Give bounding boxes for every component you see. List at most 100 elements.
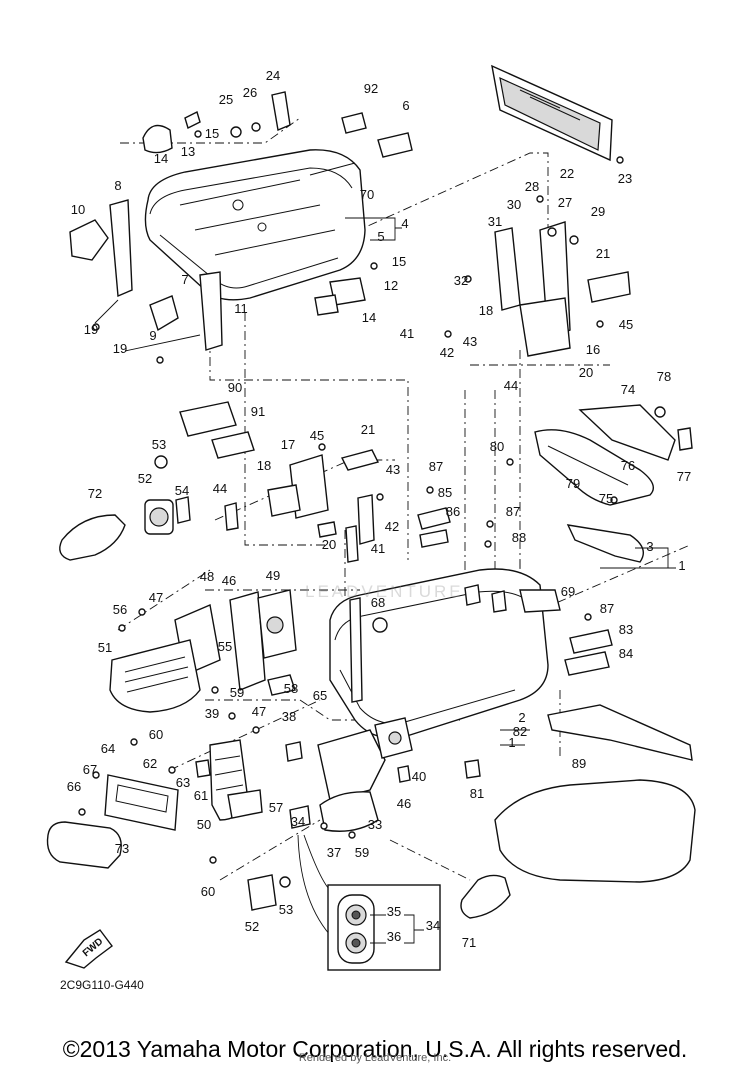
callout-34: 34 <box>426 918 440 933</box>
callout-15: 15 <box>392 254 406 269</box>
callout-87: 87 <box>429 459 443 474</box>
callout-14: 14 <box>362 310 376 325</box>
callout-25: 25 <box>219 92 233 107</box>
callout-65: 65 <box>313 688 327 703</box>
callout-28: 28 <box>525 179 539 194</box>
lower-left-latch <box>195 739 263 821</box>
callout-21: 21 <box>596 246 610 261</box>
top-lid <box>144 149 366 301</box>
callout-45: 45 <box>619 317 633 332</box>
callout-74: 74 <box>621 382 635 397</box>
callout-8: 8 <box>114 178 121 193</box>
lid-hardware <box>142 91 291 154</box>
callout-68: 68 <box>371 595 385 610</box>
callout-63: 63 <box>176 775 190 790</box>
callout-87: 87 <box>506 504 520 519</box>
callout-64: 64 <box>101 741 115 756</box>
left-cover <box>109 639 201 713</box>
callout-60: 60 <box>201 884 215 899</box>
callout-60: 60 <box>149 727 163 742</box>
callout-41: 41 <box>371 541 385 556</box>
right-grip <box>460 874 511 919</box>
callout-43: 43 <box>463 334 477 349</box>
callout-90: 90 <box>228 380 242 395</box>
callout-37: 37 <box>327 845 341 860</box>
callout-26: 26 <box>243 85 257 100</box>
callout-18: 18 <box>479 303 493 318</box>
right-latch-assembly <box>494 221 631 357</box>
callout-braces <box>345 217 676 746</box>
callout-20: 20 <box>579 365 593 380</box>
callout-21: 21 <box>361 422 375 437</box>
callout-82: 82 <box>513 724 527 739</box>
callout-15: 15 <box>205 126 219 141</box>
stickers <box>179 401 255 459</box>
side-handle <box>519 524 644 613</box>
callout-72: 72 <box>88 486 102 501</box>
callout-80: 80 <box>490 439 504 454</box>
callout-56: 56 <box>113 602 127 617</box>
callout-29: 29 <box>591 204 605 219</box>
callout-1: 1 <box>678 558 685 573</box>
lower-brackets <box>247 874 291 911</box>
callout-75: 75 <box>599 491 613 506</box>
callout-27: 27 <box>558 195 572 210</box>
callout-47: 47 <box>149 590 163 605</box>
callout-88: 88 <box>512 530 526 545</box>
fwd-direction-badge: FWD <box>64 929 113 969</box>
callout-42: 42 <box>440 345 454 360</box>
reflector-plate <box>491 64 613 162</box>
callout-19: 19 <box>84 322 98 337</box>
callout-67: 67 <box>83 762 97 777</box>
callout-46: 46 <box>397 796 411 811</box>
callout-33: 33 <box>368 817 382 832</box>
callout-77: 77 <box>677 469 691 484</box>
callout-7: 7 <box>181 272 188 287</box>
callout-39: 39 <box>205 706 219 721</box>
callout-50: 50 <box>197 817 211 832</box>
label-plates <box>309 112 413 176</box>
callout-40: 40 <box>412 769 426 784</box>
callout-11: 11 <box>234 301 248 316</box>
mat <box>494 779 696 883</box>
callout-70: 70 <box>360 187 374 202</box>
callout-41: 41 <box>400 326 414 341</box>
callout-4: 4 <box>401 216 408 231</box>
callout-84: 84 <box>619 646 633 661</box>
callout-45: 45 <box>310 428 324 443</box>
lower-right-latch <box>285 717 481 832</box>
callout-47: 47 <box>252 704 266 719</box>
callout-12: 12 <box>384 278 398 293</box>
callout-59: 59 <box>230 685 244 700</box>
watermark-brand: LEADVENTURE <box>305 582 464 601</box>
callout-49: 49 <box>266 568 280 583</box>
callout-92: 92 <box>364 81 378 96</box>
callout-59: 59 <box>355 845 369 860</box>
callout-9: 9 <box>149 328 156 343</box>
callout-53: 53 <box>152 437 166 452</box>
callout-48: 48 <box>200 569 214 584</box>
callout-24: 24 <box>266 68 280 83</box>
lid-hinges <box>69 199 223 352</box>
callout-35: 35 <box>387 904 401 919</box>
copyright-notice: ©2013 Yamaha Motor Corporation, U.S.A. A… <box>62 1036 688 1062</box>
callout-44: 44 <box>504 378 518 393</box>
callout-58: 58 <box>284 681 298 696</box>
callout-36: 36 <box>387 929 401 944</box>
callout-31: 31 <box>488 214 502 229</box>
fasteners <box>78 130 624 864</box>
callout-3: 3 <box>646 539 653 554</box>
rendered-by-note: Rendered by LeadVenture, Inc. <box>298 1052 452 1064</box>
lid-side-plates <box>314 277 366 316</box>
callout-85: 85 <box>438 485 452 500</box>
callout-89: 89 <box>572 756 586 771</box>
callout-62: 62 <box>143 756 157 771</box>
callout-42: 42 <box>385 519 399 534</box>
callout-57: 57 <box>269 800 283 815</box>
callout-69: 69 <box>561 584 575 599</box>
callout-83: 83 <box>619 622 633 637</box>
callout-51: 51 <box>98 640 112 655</box>
callout-20: 20 <box>322 537 336 552</box>
callout-23: 23 <box>618 171 632 186</box>
